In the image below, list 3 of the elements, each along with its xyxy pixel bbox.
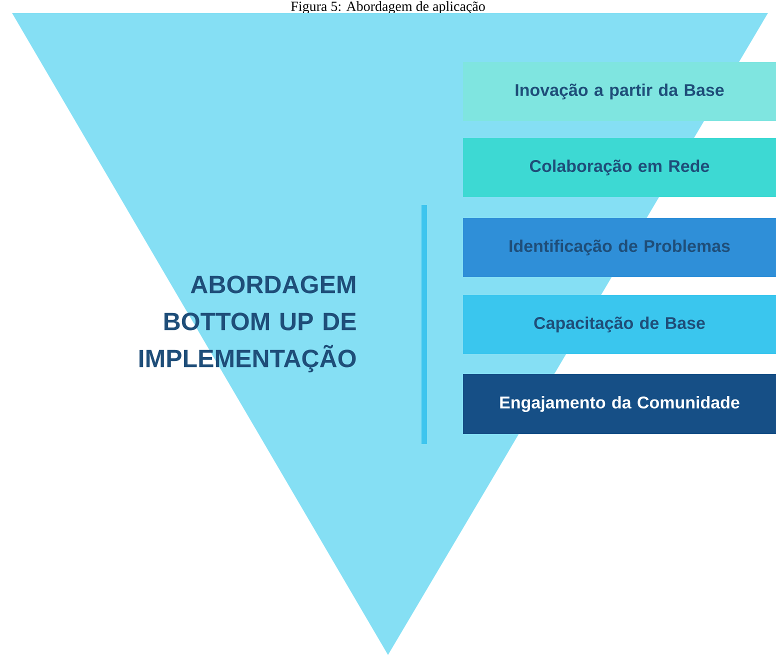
step-box: Engajamento da Comunidade (463, 374, 776, 434)
step-box: Capacitação de Base (463, 295, 776, 354)
figure-title: Figura 5: Abordagem de aplicação (291, 1, 485, 14)
